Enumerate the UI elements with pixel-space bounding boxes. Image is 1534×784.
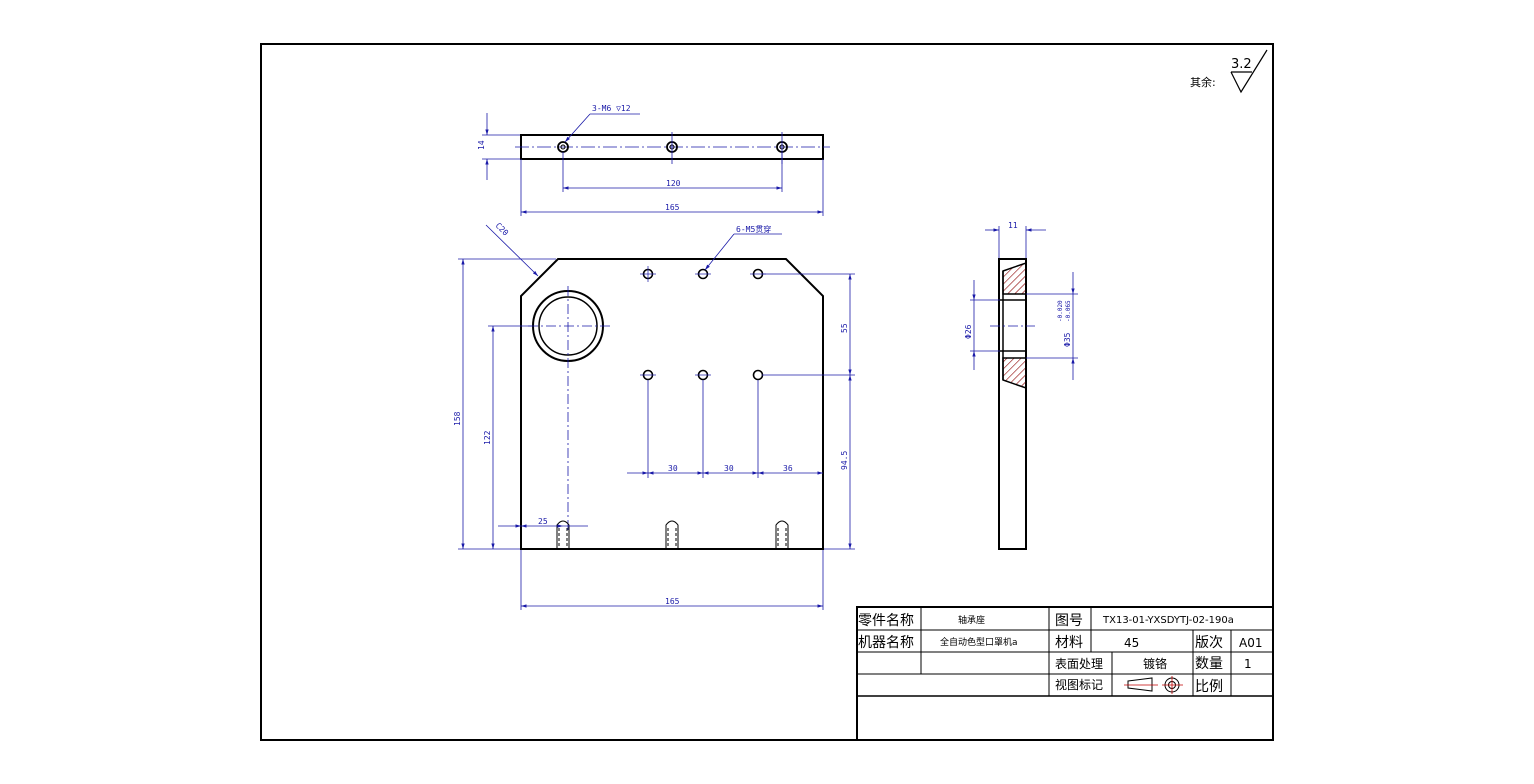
roughness-prefix: 其余: bbox=[1190, 75, 1216, 89]
side-dim-11: 11 bbox=[1008, 221, 1018, 230]
machine-label: 机器名称 bbox=[858, 635, 914, 651]
dim-94-5: 94.5 bbox=[840, 451, 849, 470]
view-mark-label: 视图标记 bbox=[1055, 677, 1103, 692]
surface-value: 镀铬 bbox=[1143, 656, 1167, 671]
part-name: 轴承座 bbox=[958, 614, 985, 626]
top-holes-callout: 3-M6 ▽12 bbox=[592, 104, 631, 113]
front-view: C20 6-M5贯穿 158 122 55 94.5 30 30 36 bbox=[453, 221, 855, 610]
front-dim-165: 165 bbox=[665, 597, 680, 606]
dim-122: 122 bbox=[483, 430, 492, 445]
side-dim-d26: Φ26 bbox=[964, 324, 973, 339]
revision-value: A01 bbox=[1239, 636, 1262, 650]
side-section-top bbox=[1002, 261, 1027, 295]
material-value: 45 bbox=[1124, 636, 1139, 650]
top-dim-120: 120 bbox=[666, 179, 681, 188]
side-view-outline bbox=[998, 258, 1027, 550]
roughness-value: 3.2 bbox=[1231, 57, 1252, 72]
part-name-label: 零件名称 bbox=[858, 613, 914, 629]
title-block: 零件名称 轴承座 图号 TX13-01-YXSDYTJ-02-190a 机器名称… bbox=[856, 606, 1274, 741]
machine-name: 全自动色型口罩机a bbox=[940, 636, 1018, 648]
roughness-symbol: 其余: 3.2 bbox=[1190, 49, 1268, 94]
dim-30-a: 30 bbox=[668, 464, 678, 473]
side-tol-upper: -0.020 bbox=[1057, 300, 1064, 322]
roughness-triangle-icon bbox=[1230, 49, 1268, 94]
top-view: 3-M6 ▽12 120 165 14 bbox=[477, 104, 830, 216]
quantity-value: 1 bbox=[1244, 657, 1252, 671]
side-tol-lower: -0.065 bbox=[1065, 300, 1072, 322]
drawing-no-label: 图号 bbox=[1055, 613, 1083, 629]
material-label: 材料 bbox=[1055, 635, 1083, 651]
side-section-bottom bbox=[1002, 357, 1027, 390]
dim-158: 158 bbox=[453, 411, 462, 426]
front-holes-callout: 6-M5贯穿 bbox=[736, 224, 771, 234]
bottom-tapped-holes bbox=[556, 520, 789, 549]
front-holes bbox=[640, 266, 766, 381]
dim-55: 55 bbox=[840, 323, 849, 333]
quantity-label: 数量 bbox=[1195, 656, 1223, 672]
drawing-no: TX13-01-YXSDYTJ-02-190a bbox=[1102, 615, 1234, 626]
revision-label: 版次 bbox=[1195, 635, 1223, 651]
side-view: 11 Φ26 Φ35 -0.020 -0.065 bbox=[964, 221, 1078, 550]
side-dim-d35: Φ35 bbox=[1063, 332, 1072, 347]
projection-symbol-icon bbox=[1124, 676, 1183, 694]
sheet-border bbox=[260, 43, 1274, 741]
top-dim-165: 165 bbox=[665, 203, 680, 212]
scale-label: 比例 bbox=[1195, 679, 1223, 695]
dim-36: 36 bbox=[783, 464, 793, 473]
surface-label: 表面处理 bbox=[1055, 657, 1103, 671]
dim-30-b: 30 bbox=[724, 464, 734, 473]
dim-25: 25 bbox=[538, 517, 548, 526]
top-dim-14: 14 bbox=[477, 140, 486, 150]
front-view-outline bbox=[520, 258, 824, 550]
